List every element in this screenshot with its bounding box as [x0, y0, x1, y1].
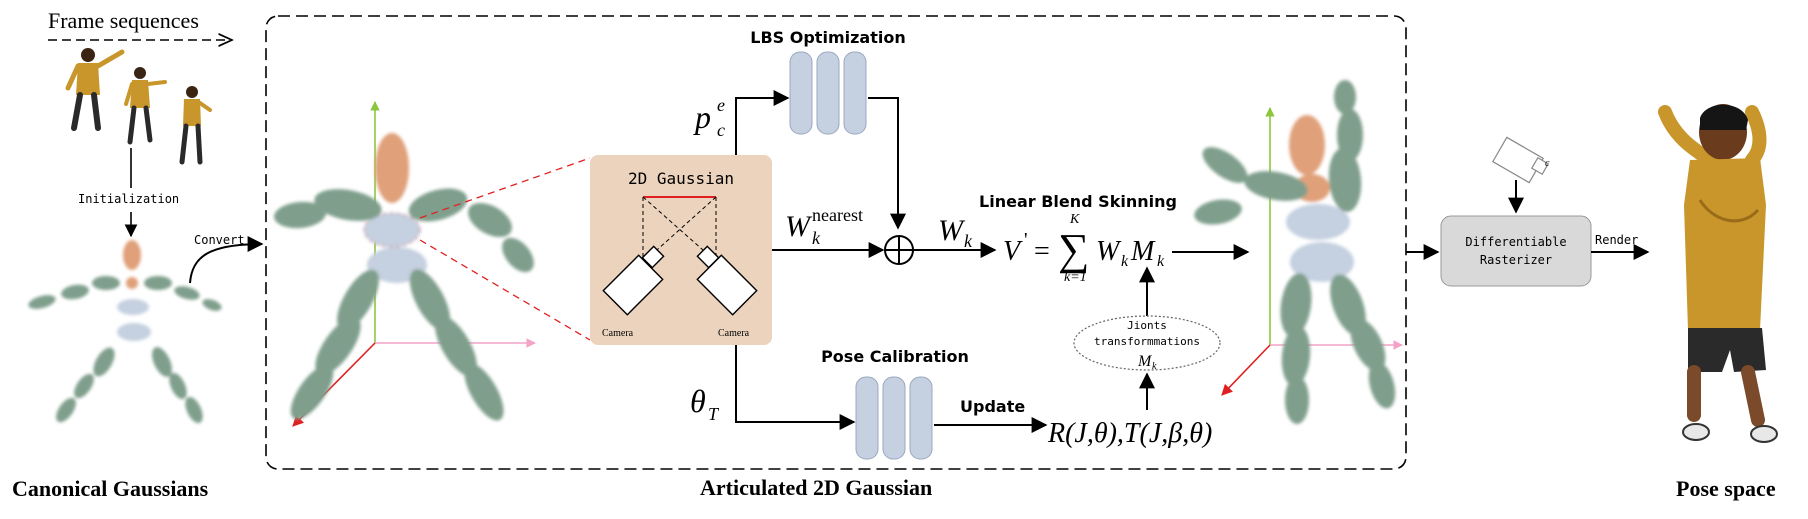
joints-label-line1: Jionts — [1127, 319, 1167, 332]
pose-space-label: Pose space — [1676, 476, 1776, 501]
skeleton-right — [1194, 80, 1403, 424]
render-camera-icon: c — [1491, 136, 1550, 184]
canonical-gaussians-figure — [28, 240, 222, 424]
panel-to-pose-arrow — [735, 345, 856, 430]
camera-c-label: c — [1545, 158, 1550, 169]
equals-sign: = — [1034, 236, 1050, 267]
pose-calibration-label: Pose Calibration — [821, 347, 969, 366]
v-prime-symbol: V — [1003, 236, 1023, 267]
theta-symbol: θ — [690, 383, 706, 419]
frame-person-2 — [124, 67, 167, 145]
sum-lower: k=1 — [1064, 270, 1087, 285]
rasterizer-label-line2: Rasterizer — [1480, 253, 1552, 267]
sum-upper: K — [1069, 212, 1080, 227]
skeleton-left — [274, 101, 591, 427]
convert-arrow — [189, 236, 264, 284]
v-prime-mark: ' — [1024, 229, 1028, 251]
differentiable-rasterizer-box — [1440, 215, 1592, 287]
canonical-gaussians-label: Canonical Gaussians — [12, 476, 209, 501]
sum-body-w: W — [1096, 236, 1122, 267]
mk-sub: k — [1152, 361, 1157, 372]
frame-person-3 — [179, 86, 212, 165]
articulated-2d-gaussian-label: Articulated 2D Gaussian — [700, 475, 932, 500]
p-sub: c — [717, 120, 725, 140]
theta-sub: T — [708, 404, 720, 424]
initialization-label: Initialization — [78, 192, 179, 206]
panel-to-lbs-arrow — [735, 90, 790, 155]
linear-blend-skinning-label: Linear Blend Skinning — [979, 192, 1177, 211]
lbs-optimization-block — [789, 51, 867, 135]
render-label: Render — [1595, 233, 1638, 247]
camera-right-icon — [696, 245, 758, 316]
joints-label-line2: transformmations — [1094, 335, 1200, 348]
frame-sequences-group: Frame sequences Init — [48, 8, 232, 238]
camera-left-label: Camera — [602, 328, 634, 339]
axis-z-right — [1221, 344, 1271, 396]
sum-body-m: M — [1130, 236, 1156, 267]
rendered-person — [1658, 104, 1778, 443]
w-nearest-sup: nearest — [812, 205, 863, 225]
wk-symbol: W — [938, 214, 966, 247]
rasterizer-label-line1: Differentiable — [1465, 235, 1566, 249]
zoom-line-bottom — [419, 239, 591, 341]
w-nearest-symbol: W — [785, 210, 813, 243]
wk-sub: k — [964, 231, 973, 251]
sum-symbol: ∑ — [1058, 225, 1089, 274]
frame-sequences-label: Frame sequences — [48, 8, 199, 33]
gaussian-2d-panel: 2D Gaussian Camera Camera — [590, 155, 772, 345]
update-label: Update — [960, 397, 1025, 416]
w-nearest-sub: k — [812, 228, 821, 248]
p-symbol: p — [693, 99, 711, 135]
articulated-gaussian-frame — [265, 15, 1407, 470]
pose-calibration-block — [855, 376, 933, 460]
rt-formula: R(J,θ),T(J,β,θ) — [1047, 418, 1212, 449]
oplus-node — [884, 235, 914, 265]
p-sup: e — [717, 95, 725, 115]
joints-transformations-node — [1073, 315, 1221, 371]
lbs-to-oplus-arrow — [868, 97, 906, 230]
camera-right-label: Camera — [718, 328, 750, 339]
mk-symbol: M — [1137, 353, 1153, 370]
sum-body-w-sub: k — [1121, 253, 1129, 270]
zoom-line-top — [419, 157, 591, 219]
frame-person-1 — [65, 48, 125, 131]
convert-label: Convert — [194, 233, 245, 247]
sum-body-m-sub: k — [1157, 253, 1165, 270]
camera-left-icon — [602, 245, 665, 316]
lbs-optimization-label: LBS Optimization — [750, 28, 905, 47]
gaussian-2d-title: 2D Gaussian — [628, 169, 734, 188]
